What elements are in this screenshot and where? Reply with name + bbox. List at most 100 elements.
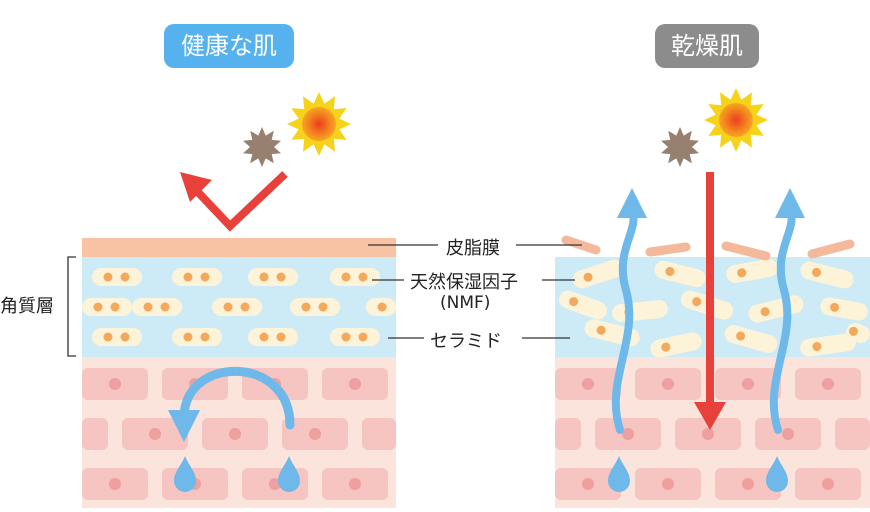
corneocyte-body [654, 260, 706, 288]
corneocyte-body [572, 259, 624, 289]
cell-nucleus [349, 378, 361, 390]
corneocyte [724, 325, 778, 353]
penetration-arrowhead [694, 402, 726, 430]
epidermis-cell [555, 418, 581, 450]
corneocyte-nucleus [259, 272, 269, 282]
corneocyte-nucleus [737, 268, 747, 278]
healthy-corneocytes [82, 268, 396, 346]
corneocyte [572, 259, 624, 289]
epidermis-cell [835, 418, 870, 450]
corneocyte [248, 268, 298, 286]
water-drop-icon [174, 456, 196, 492]
corneocyte-body [558, 290, 608, 320]
corneocyte-nucleus [223, 302, 233, 312]
epidermis-cell [362, 418, 396, 450]
corneocyte-body [800, 333, 856, 357]
stratum-corneum-bracket [67, 256, 76, 357]
corneocyte [650, 332, 702, 358]
evaporation-arrow-left [611, 206, 638, 434]
dry-skin-title: 乾燥肌 [655, 24, 759, 68]
corneocyte-nucleus [276, 272, 286, 282]
corneocyte-nucleus [318, 302, 328, 312]
water-drop-icon [278, 456, 300, 492]
cell-nucleus [309, 428, 321, 440]
corneocyte-nucleus [103, 272, 113, 282]
corneocyte [172, 328, 222, 346]
dust-particle-icon [243, 127, 281, 167]
dry-skin-panel [555, 88, 870, 508]
cell-nucleus [622, 428, 634, 440]
water-drop-icon [608, 456, 630, 492]
cell-nucleus [662, 378, 674, 390]
corneocyte [92, 268, 142, 286]
corneocyte-nucleus [120, 272, 130, 282]
corneocyte [212, 298, 262, 316]
corneocyte-nucleus [358, 332, 368, 342]
corneocyte-nucleus [341, 332, 351, 342]
stratum-corneum-label: 角質層 [0, 296, 54, 317]
cell-nucleus [822, 378, 834, 390]
corneocyte [558, 290, 608, 320]
corneocyte-nucleus [276, 332, 286, 342]
corneocyte [330, 268, 380, 286]
corneocyte [248, 328, 298, 346]
corneocyte-nucleus [143, 302, 153, 312]
corneocyte-nucleus [377, 302, 387, 312]
corneocyte [654, 260, 706, 288]
nmf-abbrev-label: (NMF) [440, 293, 491, 313]
sun-core [302, 107, 336, 141]
cell-nucleus [582, 478, 594, 490]
corneocyte-nucleus [341, 272, 351, 282]
corneocyte-nucleus [583, 272, 593, 282]
corneocyte [172, 268, 222, 286]
cell-nucleus [782, 428, 794, 440]
corneocyte-nucleus [569, 297, 579, 307]
corneocyte-nucleus [692, 297, 702, 307]
corneocyte-nucleus [240, 302, 250, 312]
corneocyte-nucleus [103, 332, 113, 342]
corneocyte-body [800, 261, 854, 289]
corneocyte [800, 261, 854, 289]
corneocyte-nucleus [110, 302, 120, 312]
corneocyte-nucleus [183, 272, 193, 282]
cell-nucleus [582, 378, 594, 390]
cell-nucleus [702, 428, 714, 440]
corneocyte-nucleus [736, 331, 746, 341]
cell-nucleus [109, 378, 121, 390]
corneocyte-nucleus [200, 272, 210, 282]
corneocyte-nucleus [160, 302, 170, 312]
corneocyte [132, 298, 182, 316]
corneocyte-nucleus [183, 332, 193, 342]
corneocyte [92, 328, 142, 346]
water-retention-arrow [179, 366, 295, 430]
cell-nucleus [742, 478, 754, 490]
healthy-sebum-film [82, 238, 396, 257]
sebum-film-label: 皮脂膜 [446, 238, 500, 259]
corneocyte-body [724, 325, 778, 353]
corneocyte [726, 259, 778, 283]
corneocyte-nucleus [301, 302, 311, 312]
evaporation-arrowhead-left [617, 188, 647, 218]
corneocyte [820, 297, 868, 321]
dust-particle-icon [661, 127, 699, 167]
cell-nucleus [349, 478, 361, 490]
nmf-label: 天然保湿因子 [410, 272, 518, 293]
evaporation-arrow-right [769, 206, 796, 434]
corneocyte-nucleus [812, 267, 822, 277]
evaporation-arrowhead-right [775, 188, 805, 218]
corneocyte [290, 298, 340, 316]
dry-sebum-fragments [561, 235, 855, 261]
corneocyte-nucleus [259, 332, 269, 342]
corneocyte [82, 298, 132, 316]
corneocyte [330, 328, 380, 346]
cell-nucleus [662, 478, 674, 490]
corneocyte-nucleus [848, 326, 858, 336]
dry-epidermis-cells [555, 368, 870, 500]
corneocyte-nucleus [661, 342, 671, 352]
corneocyte-body [650, 332, 702, 358]
reflection-arrow-icon [193, 171, 288, 232]
corneocyte [800, 333, 856, 357]
corneocyte [846, 322, 870, 344]
